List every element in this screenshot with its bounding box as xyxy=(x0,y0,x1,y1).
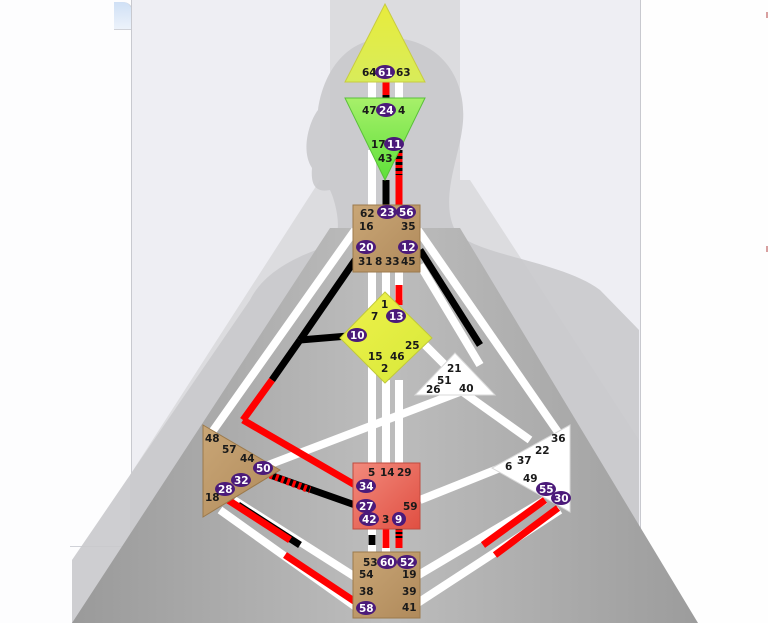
edge-marker xyxy=(766,12,768,18)
gate-31: 31 xyxy=(358,256,373,268)
gate-badge xyxy=(375,65,395,79)
gate-19: 19 xyxy=(402,569,417,581)
gate-26: 26 xyxy=(426,384,441,396)
g-center[interactable]: 1 7 13 10 25 15 46 2 xyxy=(339,291,433,384)
gate-13: 13 xyxy=(389,311,404,323)
solar-plexus-center[interactable]: 36 22 37 6 49 55 30 xyxy=(490,424,571,513)
ego-center[interactable]: 21 51 26 40 xyxy=(413,352,497,396)
gate-54: 54 xyxy=(359,569,374,581)
gate-36: 36 xyxy=(551,433,566,445)
gate-64: 64 xyxy=(362,67,377,79)
sacral-center[interactable]: 5 14 29 34 27 59 42 3 9 xyxy=(352,462,421,530)
gate-21: 21 xyxy=(447,363,462,375)
gate-8: 8 xyxy=(375,256,382,268)
gate-12: 12 xyxy=(401,242,416,254)
gate-33: 33 xyxy=(385,256,400,268)
gate-56: 56 xyxy=(399,207,414,219)
gate-55: 55 xyxy=(539,484,554,496)
gate-3: 3 xyxy=(382,514,389,526)
gate-4: 4 xyxy=(398,105,405,117)
gate-28: 28 xyxy=(218,484,233,496)
gate-38: 38 xyxy=(359,586,374,598)
gate-50: 50 xyxy=(256,463,271,475)
gate-44: 44 xyxy=(240,453,255,465)
gate-52: 52 xyxy=(400,557,415,569)
gate-48: 48 xyxy=(205,433,220,445)
gate-30: 30 xyxy=(554,493,569,505)
gate-51: 51 xyxy=(437,375,452,387)
gate-16: 16 xyxy=(359,221,374,233)
gate-40: 40 xyxy=(459,383,474,395)
gate-59: 59 xyxy=(403,501,418,513)
gate-23: 23 xyxy=(380,207,395,219)
gate-58: 58 xyxy=(359,603,374,615)
right-pane xyxy=(641,0,768,623)
gate-47: 47 xyxy=(362,105,377,117)
gate-25: 25 xyxy=(405,340,420,352)
gate-37: 37 xyxy=(517,455,532,467)
gate-49: 49 xyxy=(523,473,538,485)
spleen-center[interactable]: 48 57 44 50 32 28 18 xyxy=(202,424,281,518)
gate-11: 11 xyxy=(387,139,402,151)
gate-18: 18 xyxy=(205,492,220,504)
head-center[interactable]: 64 61 63 xyxy=(344,2,426,83)
divider xyxy=(114,29,132,30)
gate-53: 53 xyxy=(363,557,378,569)
gate-5: 5 xyxy=(368,467,375,479)
gate-9: 9 xyxy=(395,514,402,526)
gate-14: 14 xyxy=(380,467,395,479)
gate-29: 29 xyxy=(397,467,412,479)
gate-35: 35 xyxy=(401,221,416,233)
gate-63: 63 xyxy=(396,67,411,79)
gate-43: 43 xyxy=(378,153,393,165)
ajna-center[interactable]: 47 24 4 17 11 43 xyxy=(344,97,426,182)
gate-39: 39 xyxy=(402,586,417,598)
gate-57: 57 xyxy=(222,444,237,456)
gate-7: 7 xyxy=(371,311,378,323)
gate-15: 15 xyxy=(368,351,383,363)
edge-marker xyxy=(766,246,768,252)
gate-34: 34 xyxy=(359,481,374,493)
gate-61: 61 xyxy=(378,67,393,79)
gate-27: 27 xyxy=(359,501,374,513)
root-center[interactable]: 53 60 52 54 19 38 39 58 41 xyxy=(352,551,421,619)
gate-20: 20 xyxy=(359,242,374,254)
gate-42: 42 xyxy=(362,514,377,526)
gate-17: 17 xyxy=(371,139,386,151)
throat-center[interactable]: 62 23 56 16 35 20 12 31 8 33 45 xyxy=(352,204,421,273)
gate-41: 41 xyxy=(402,602,417,614)
gate-32: 32 xyxy=(234,475,249,487)
gate-46: 46 xyxy=(390,351,405,363)
gate-2: 2 xyxy=(381,363,388,375)
gate-1: 1 xyxy=(381,299,388,311)
gate-60: 60 xyxy=(380,557,395,569)
gate-24: 24 xyxy=(379,105,394,117)
gate-45: 45 xyxy=(401,256,416,268)
gate-10: 10 xyxy=(350,330,365,342)
gate-6: 6 xyxy=(505,461,512,473)
gate-62: 62 xyxy=(360,208,375,220)
gate-22: 22 xyxy=(535,445,550,457)
